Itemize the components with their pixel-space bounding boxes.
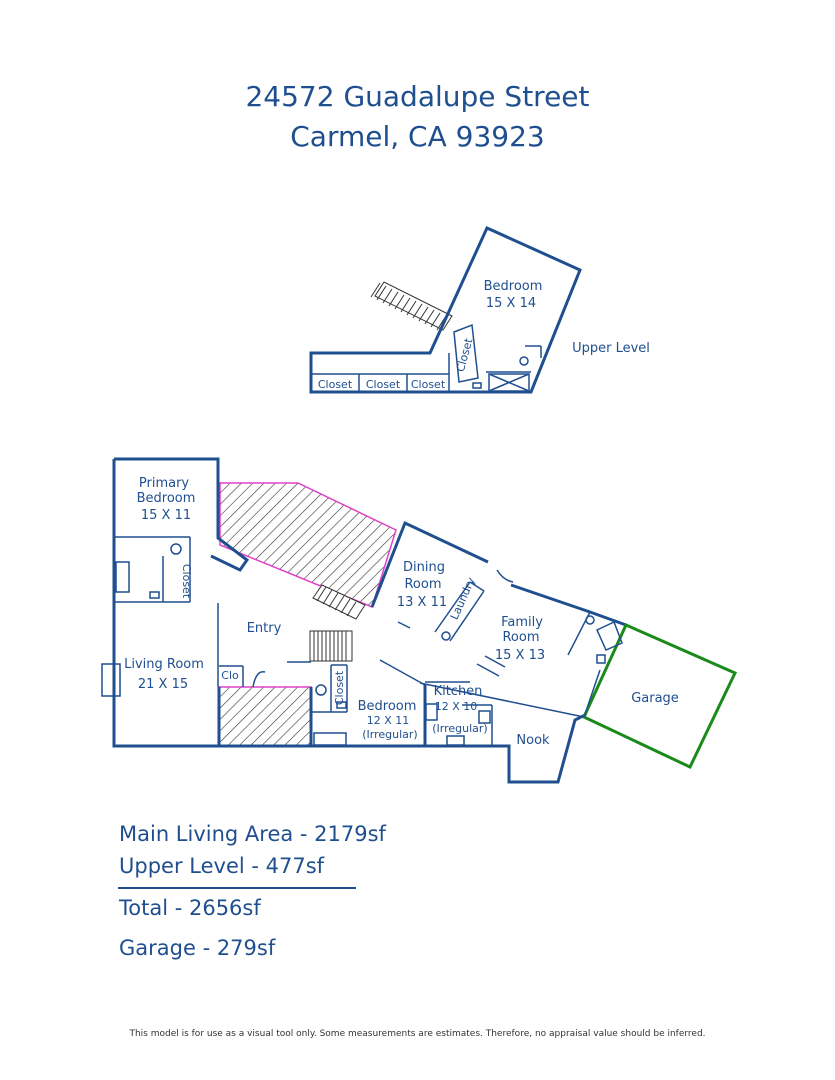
upper-bedroom-name: Bedroom (484, 279, 543, 294)
total-separator (118, 887, 356, 889)
living-room-name: Living Room (124, 657, 204, 672)
living-room-dims: 21 X 15 (138, 677, 188, 692)
upper-level-plan: Bedroom 15 X 14 Closet Closet Closet Clo… (309, 226, 650, 394)
total-area: Total - 2656sf (119, 896, 261, 920)
kitchen-name: Kitchen (434, 684, 483, 699)
laundry-label: Laundry (448, 575, 478, 622)
primary-bedroom-dims: 15 X 11 (141, 508, 191, 523)
nook-label: Nook (516, 733, 550, 748)
upper-closet-2: Closet (366, 378, 401, 391)
bedroom-name: Bedroom (358, 699, 417, 714)
garage-area: Garage - 279sf (119, 936, 276, 960)
dining-room-name-2: Room (404, 577, 441, 592)
primary-bedroom-name-1: Primary (139, 476, 190, 491)
garage-walls (582, 623, 738, 769)
primary-bedroom-name-2: Bedroom (137, 491, 196, 506)
primary-closet-label: Closet (180, 564, 193, 599)
upper-stairs (370, 281, 453, 331)
garage-label: Garage (631, 691, 679, 706)
bedroom-closet-label: Closet (333, 670, 346, 705)
main-level-plan: Primary Bedroom 15 X 11 Closet Entry Liv… (101, 457, 738, 784)
upper-level-area: Upper Level - 477sf (119, 854, 325, 878)
address-line-2: Carmel, CA 93923 (290, 120, 545, 153)
clo-label: Clo (221, 669, 239, 682)
family-room-dims: 15 X 13 (495, 648, 545, 663)
entry-label: Entry (247, 621, 282, 636)
upper-closet-3: Closet (411, 378, 446, 391)
upper-closet-1: Closet (318, 378, 353, 391)
main-living-area: Main Living Area - 2179sf (119, 822, 386, 846)
disclaimer: This model is for use as a visual tool o… (129, 1029, 706, 1039)
dining-room-dims: 13 X 11 (397, 595, 447, 610)
dining-room-name-1: Dining (403, 560, 445, 575)
unfinished-area-bottom (218, 686, 312, 747)
bedroom-dims: 12 X 11 (367, 714, 410, 727)
upper-closet-angled: Closet (454, 336, 476, 373)
address-line-1: 24572 Guadalupe Street (245, 80, 590, 113)
unfinished-area-top (219, 482, 397, 609)
kitchen-dims: 12 X 10 (435, 700, 478, 713)
main-stairs (309, 584, 366, 662)
upper-bedroom-dims: 15 X 14 (486, 296, 536, 311)
kitchen-note: (Irregular) (432, 722, 487, 735)
upper-level-label: Upper Level (572, 341, 650, 356)
bedroom-note: (Irregular) (362, 728, 417, 741)
family-room-name-2: Room (502, 630, 539, 645)
family-room-name-1: Family (501, 615, 543, 630)
